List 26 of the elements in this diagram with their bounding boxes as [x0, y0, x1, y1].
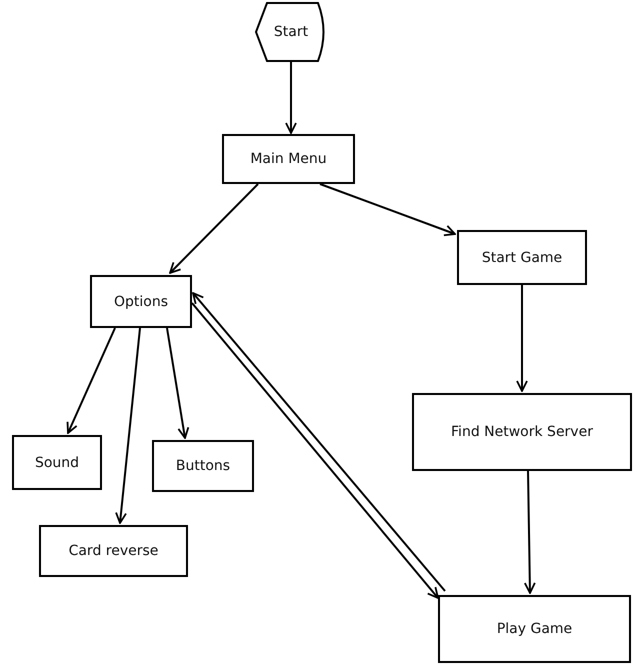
arrow	[524, 470, 536, 594]
process-box	[39, 525, 188, 577]
arrow	[320, 183, 456, 236]
process-box	[457, 230, 587, 285]
process-box	[12, 435, 102, 490]
node-label: Start	[274, 24, 308, 40]
arrow	[516, 285, 528, 392]
arrow	[169, 183, 259, 274]
process-box	[222, 134, 355, 184]
node-label: Buttons	[176, 458, 230, 474]
node-label: Sound	[34, 454, 80, 470]
arrow	[285, 62, 297, 134]
process-box	[152, 440, 254, 492]
arrow	[166, 328, 190, 439]
node-label: Options	[114, 294, 168, 310]
process-box	[90, 275, 192, 328]
start-terminal	[255, 2, 327, 62]
arrow	[115, 328, 141, 524]
process-box	[412, 393, 632, 471]
node-label: Find Network Server	[451, 424, 593, 440]
process-box	[438, 595, 631, 663]
node-label: Play Game	[496, 621, 572, 637]
node-label: Card reverse	[68, 543, 158, 559]
node-label: Main Menu	[250, 151, 327, 167]
node-label: Start Game	[482, 250, 562, 266]
arrow	[66, 328, 116, 434]
